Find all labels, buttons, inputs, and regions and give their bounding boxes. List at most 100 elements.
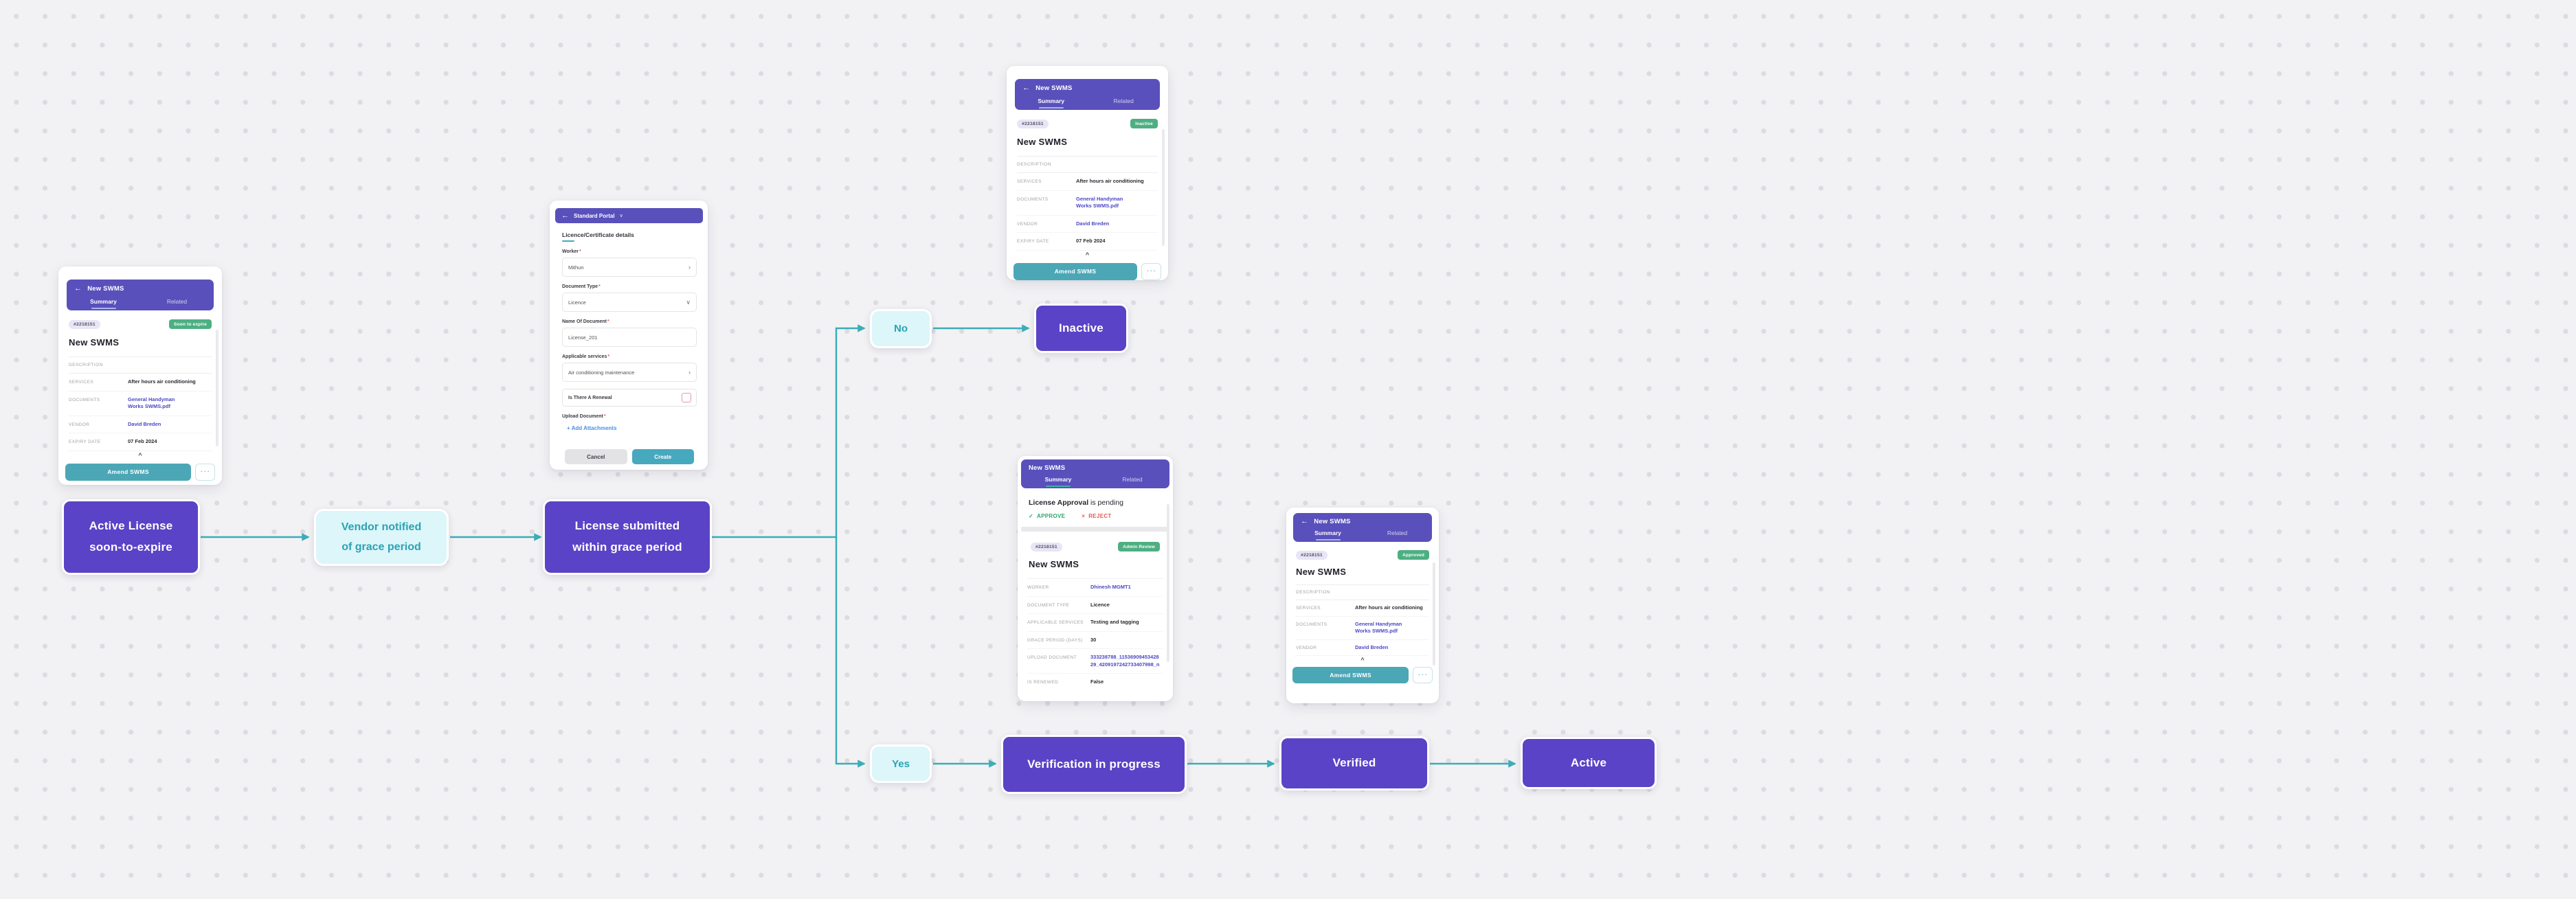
divider <box>1296 584 1429 585</box>
scrollbar[interactable] <box>1167 504 1169 662</box>
tab-related[interactable]: Related <box>1113 98 1134 104</box>
record-heading: New SWMS <box>1029 559 1079 569</box>
record-heading: New SWMS <box>69 337 120 348</box>
field-row-document-type: DOCUMENT TYPE Licence <box>1027 597 1163 614</box>
collapse-chevron-icon[interactable]: ^ <box>1360 657 1365 663</box>
chevron-right-icon: › <box>688 264 691 271</box>
name-of-document-input[interactable]: License_201 <box>562 328 697 347</box>
field-row-services: SERVICES After hours air conditioning <box>69 374 212 391</box>
app-header: New SWMS Summary Related <box>1021 459 1169 488</box>
status-badge: Inactive <box>1130 119 1158 128</box>
worker-field[interactable]: Mithun › <box>562 258 697 277</box>
flow-node-active-license: Active License soon-to-expire <box>62 499 200 575</box>
amend-swms-button[interactable]: Amend SWMS <box>1013 262 1137 280</box>
flow-node-label: No <box>894 323 908 334</box>
worker-link[interactable]: Dhinesh MGMT1 <box>1090 584 1131 590</box>
required-asterisk: * <box>607 319 609 324</box>
tab-related[interactable]: Related <box>1387 530 1408 536</box>
chevron-right-icon: › <box>688 369 691 376</box>
flow-node-label: Verification in progress <box>1027 757 1161 771</box>
required-asterisk: * <box>607 354 610 359</box>
record-id-badge: #2218151 <box>1296 550 1328 560</box>
tab-summary[interactable]: Summary <box>1021 475 1095 488</box>
field-row-worker: WORKER Dhinesh MGMT1 <box>1027 579 1163 597</box>
flow-node-label-line: License submitted <box>574 519 680 533</box>
screen-title: New SWMS <box>1314 518 1351 525</box>
reject-action[interactable]: × REJECT <box>1082 513 1112 519</box>
divider <box>1017 172 1158 173</box>
add-attachments-link[interactable]: + Add Attachments <box>567 425 617 431</box>
name-of-document-label: Name Of Document* <box>562 319 609 324</box>
phone-screenshot-soon-to-expire: ← New SWMS Summary Related #2218151 Soon… <box>58 266 222 485</box>
required-asterisk: * <box>603 414 606 419</box>
tab-summary[interactable]: Summary <box>67 297 140 310</box>
back-arrow-icon[interactable]: ← <box>74 284 82 293</box>
collapse-chevron-icon[interactable]: ^ <box>1085 251 1090 258</box>
flow-node-label: Inactive <box>1059 321 1104 334</box>
scrollbar[interactable] <box>216 330 219 446</box>
description-label: DESCRIPTION <box>1017 162 1051 167</box>
amend-swms-button[interactable]: Amend SWMS <box>1292 667 1409 683</box>
document-type-label: Document Type* <box>562 284 601 289</box>
flow-node-no: No <box>870 309 932 348</box>
screen-title: New SWMS <box>1035 84 1073 92</box>
chevron-down-icon: ∨ <box>686 298 691 306</box>
app-header: ← New SWMS Summary Related <box>67 280 214 310</box>
tab-summary[interactable]: Summary <box>1015 96 1088 110</box>
record-id-badge: #2218151 <box>69 319 100 329</box>
create-button[interactable]: Create <box>631 449 694 464</box>
divider <box>1017 156 1158 157</box>
scrollbar[interactable] <box>1433 562 1435 665</box>
flow-node-verification-in-progress: Verification in progress <box>1001 735 1187 794</box>
document-link[interactable]: General Handyman Works SWMS.pdf <box>1355 620 1402 635</box>
app-header: ← Standard Portal ∨ <box>555 208 703 223</box>
renewal-checkbox[interactable] <box>682 393 691 402</box>
more-options-button[interactable]: · · · <box>1141 262 1161 280</box>
back-arrow-icon[interactable]: ← <box>1022 84 1031 92</box>
section-underline <box>562 240 574 242</box>
flow-node-label: Yes <box>892 758 910 770</box>
tab-related[interactable]: Related <box>1122 476 1143 483</box>
more-options-button[interactable]: · · · <box>1413 667 1433 683</box>
flow-node-label-line: within grace period <box>572 540 682 554</box>
vendor-link[interactable]: David Breden <box>1355 644 1389 650</box>
tab-summary[interactable]: Summary <box>1293 528 1363 542</box>
document-link[interactable]: General Handyman Works SWMS.pdf <box>128 396 175 410</box>
scrollbar[interactable] <box>1162 129 1165 246</box>
tab-underline <box>1315 538 1341 540</box>
amend-swms-button[interactable]: Amend SWMS <box>65 463 191 481</box>
phone-screenshot-admin-review: New SWMS Summary Related License Approva… <box>1018 456 1173 701</box>
description-label: DESCRIPTION <box>1296 590 1330 595</box>
chevron-down-icon[interactable]: ∨ <box>619 214 623 218</box>
progress-track <box>1021 527 1169 532</box>
flow-node-license-submitted: License submitted within grace period <box>543 499 712 575</box>
applicable-services-field[interactable]: Air conditioning maintenance › <box>562 363 697 382</box>
app-header: ← New SWMS Summary Related <box>1293 513 1432 542</box>
flow-node-label-line: Vendor notified <box>341 521 422 533</box>
flow-node-label-line: soon-to-expire <box>89 540 172 554</box>
document-type-select[interactable]: Licence ∨ <box>562 293 697 312</box>
document-link[interactable]: General Handyman Works SWMS.pdf <box>1076 195 1123 209</box>
vendor-link[interactable]: David Breden <box>1076 220 1110 227</box>
screen-title: Standard Portal <box>574 212 615 219</box>
field-row-expiry: EXPIRY DATE 07 Feb 2024 <box>69 433 212 451</box>
field-row-services: SERVICES After hours air conditioning <box>1296 600 1429 617</box>
tab-underline <box>1038 106 1064 109</box>
uploaded-document-link[interactable]: 333238788_11536909453428 29_420919724273… <box>1090 654 1160 668</box>
back-arrow-icon[interactable]: ← <box>561 211 569 220</box>
collapse-chevron-icon[interactable]: ^ <box>138 451 142 459</box>
tab-related[interactable]: Related <box>166 298 188 305</box>
back-arrow-icon[interactable]: ← <box>1301 517 1309 525</box>
required-asterisk: * <box>598 284 601 289</box>
vendor-link[interactable]: David Breden <box>128 420 161 427</box>
divider <box>69 373 212 374</box>
flow-node-label: Verified <box>1332 756 1376 770</box>
record-id-badge: #2218151 <box>1031 542 1062 551</box>
more-options-button[interactable]: · · · <box>195 463 215 481</box>
cancel-button[interactable]: Cancel <box>565 449 627 464</box>
approve-action[interactable]: ✓ APPROVE <box>1029 513 1066 519</box>
status-badge: Approved <box>1398 550 1429 560</box>
field-row-documents: DOCUMENTS General Handyman Works SWMS.pd… <box>1017 191 1158 216</box>
record-id-badge: #2218151 <box>1017 119 1049 128</box>
phone-screenshot-approved: ← New SWMS Summary Related #2218151 Appr… <box>1286 508 1439 703</box>
